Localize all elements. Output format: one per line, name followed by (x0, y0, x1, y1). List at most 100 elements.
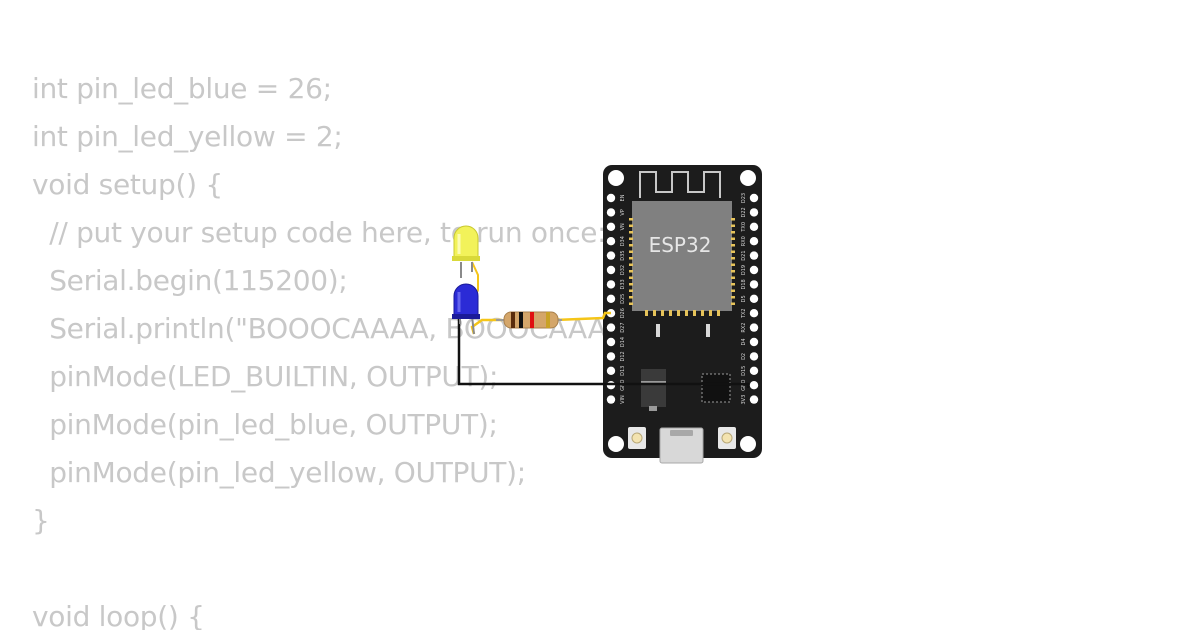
header-pin-rx0[interactable] (749, 237, 759, 246)
code-line: // put your setup code here, to run once… (32, 216, 607, 249)
pin-label: D22 (741, 207, 747, 217)
pin-label: D12 (620, 351, 626, 361)
module-pad (701, 310, 704, 316)
pin-label: D4 (741, 338, 747, 345)
header-pin-d27[interactable] (606, 323, 616, 332)
pin-label: D14 (620, 337, 626, 347)
module-pad (629, 270, 633, 273)
header-pin-rx2[interactable] (749, 323, 759, 332)
smd-capacitor (706, 324, 710, 337)
pin-label: D26 (620, 308, 626, 318)
module-pad (693, 310, 696, 316)
module-pad (731, 296, 735, 299)
module-pad (731, 289, 735, 292)
code-editor-text: int pin_led_blue = 26;int pin_led_yellow… (32, 65, 639, 630)
module-pad (629, 237, 633, 240)
header-pin-3v3[interactable] (749, 395, 759, 404)
pin-label: D27 (620, 322, 626, 332)
module-pad (629, 263, 633, 266)
wire-gnd[interactable] (457, 318, 750, 388)
module-pad (629, 250, 633, 253)
pin-label: D32 (620, 265, 626, 275)
module-pad (653, 310, 656, 316)
resistor-band (519, 312, 523, 328)
regulator-lead (641, 381, 666, 384)
module-pad (629, 276, 633, 279)
led-blue[interactable] (452, 283, 480, 335)
module-pads (731, 218, 735, 305)
voltage-regulator (641, 369, 666, 407)
header-pin-tx2[interactable] (749, 309, 759, 318)
pin-label: D23 (741, 193, 747, 203)
module-pad (731, 244, 735, 247)
header-pins-right: D23D22TX0RX0D21D19D18D5TX2RX2D4D2D15GND3… (741, 193, 759, 405)
code-line: Serial.begin(115200); (32, 264, 348, 297)
pin-label: VN (620, 223, 626, 230)
pin-label: RX0 (741, 236, 747, 246)
module-pad (731, 237, 735, 240)
module-pad (731, 231, 735, 234)
mounting-hole-icon (740, 436, 756, 452)
module-pad (717, 310, 720, 316)
code-line: pinMode(pin_led_yellow, OUTPUT); (32, 456, 526, 489)
wire-d26-resistor[interactable] (554, 311, 611, 322)
header-pin-d14[interactable] (606, 337, 616, 347)
module-pad (629, 289, 633, 292)
usb-slot-icon (670, 430, 693, 436)
led-yellow-rim (452, 256, 480, 261)
module-pad (731, 218, 735, 221)
header-pin-d33[interactable] (606, 280, 616, 289)
header-pin-vin[interactable] (606, 395, 616, 404)
header-pin-en[interactable] (606, 193, 616, 203)
header-pin-vp[interactable] (606, 208, 616, 217)
mounting-hole-icon (740, 170, 756, 186)
header-pin-d23[interactable] (749, 193, 759, 203)
pin-label: RX2 (741, 323, 747, 333)
header-pin-d22[interactable] (749, 208, 759, 217)
mounting-hole-icon (608, 170, 624, 186)
pin-label: VIN (620, 395, 626, 404)
header-pin-d21[interactable] (749, 251, 759, 260)
header-pin-d34[interactable] (606, 237, 616, 246)
module-pads (645, 310, 720, 316)
header-pin-d25[interactable] (606, 294, 616, 303)
header-pin-d18[interactable] (749, 280, 759, 289)
micro-usb-port[interactable] (659, 427, 704, 464)
module-pad (731, 276, 735, 279)
resistor[interactable] (496, 311, 562, 329)
module-pad (731, 224, 735, 227)
module-pad (629, 231, 633, 234)
header-pin-d2[interactable] (749, 352, 759, 361)
module-pad (629, 283, 633, 286)
resistor-band (546, 312, 550, 328)
module-pad (731, 257, 735, 260)
header-pin-d19[interactable] (749, 265, 759, 275)
header-pin-gnd[interactable] (749, 381, 759, 390)
boot-button[interactable] (628, 427, 646, 449)
module-pad (709, 310, 712, 316)
module-pad (731, 263, 735, 266)
enable-button[interactable] (718, 427, 736, 449)
header-pin-d35[interactable] (606, 251, 616, 260)
header-pin-vn[interactable] (606, 222, 616, 231)
header-pin-d4[interactable] (749, 337, 759, 347)
led-yellow[interactable] (452, 225, 480, 278)
usb-uart-chip (701, 373, 731, 403)
code-line: pinMode(pin_led_blue, OUTPUT); (32, 408, 498, 441)
wire-resistor-led-blue[interactable] (470, 318, 502, 335)
header-pin-d15[interactable] (749, 366, 759, 375)
regulator-tab (649, 406, 657, 411)
header-pin-d12[interactable] (606, 352, 616, 361)
header-pin-d5[interactable] (749, 294, 759, 303)
header-pin-d13[interactable] (606, 366, 616, 375)
header-pin-d32[interactable] (606, 265, 616, 275)
module-pad (685, 310, 688, 316)
pin-label: D13 (620, 366, 626, 376)
pin-label: 3V3 (741, 395, 747, 405)
module-pad (731, 270, 735, 273)
module-pad (629, 302, 633, 305)
pin-label: D21 (741, 250, 747, 260)
header-pin-tx0[interactable] (749, 222, 759, 231)
